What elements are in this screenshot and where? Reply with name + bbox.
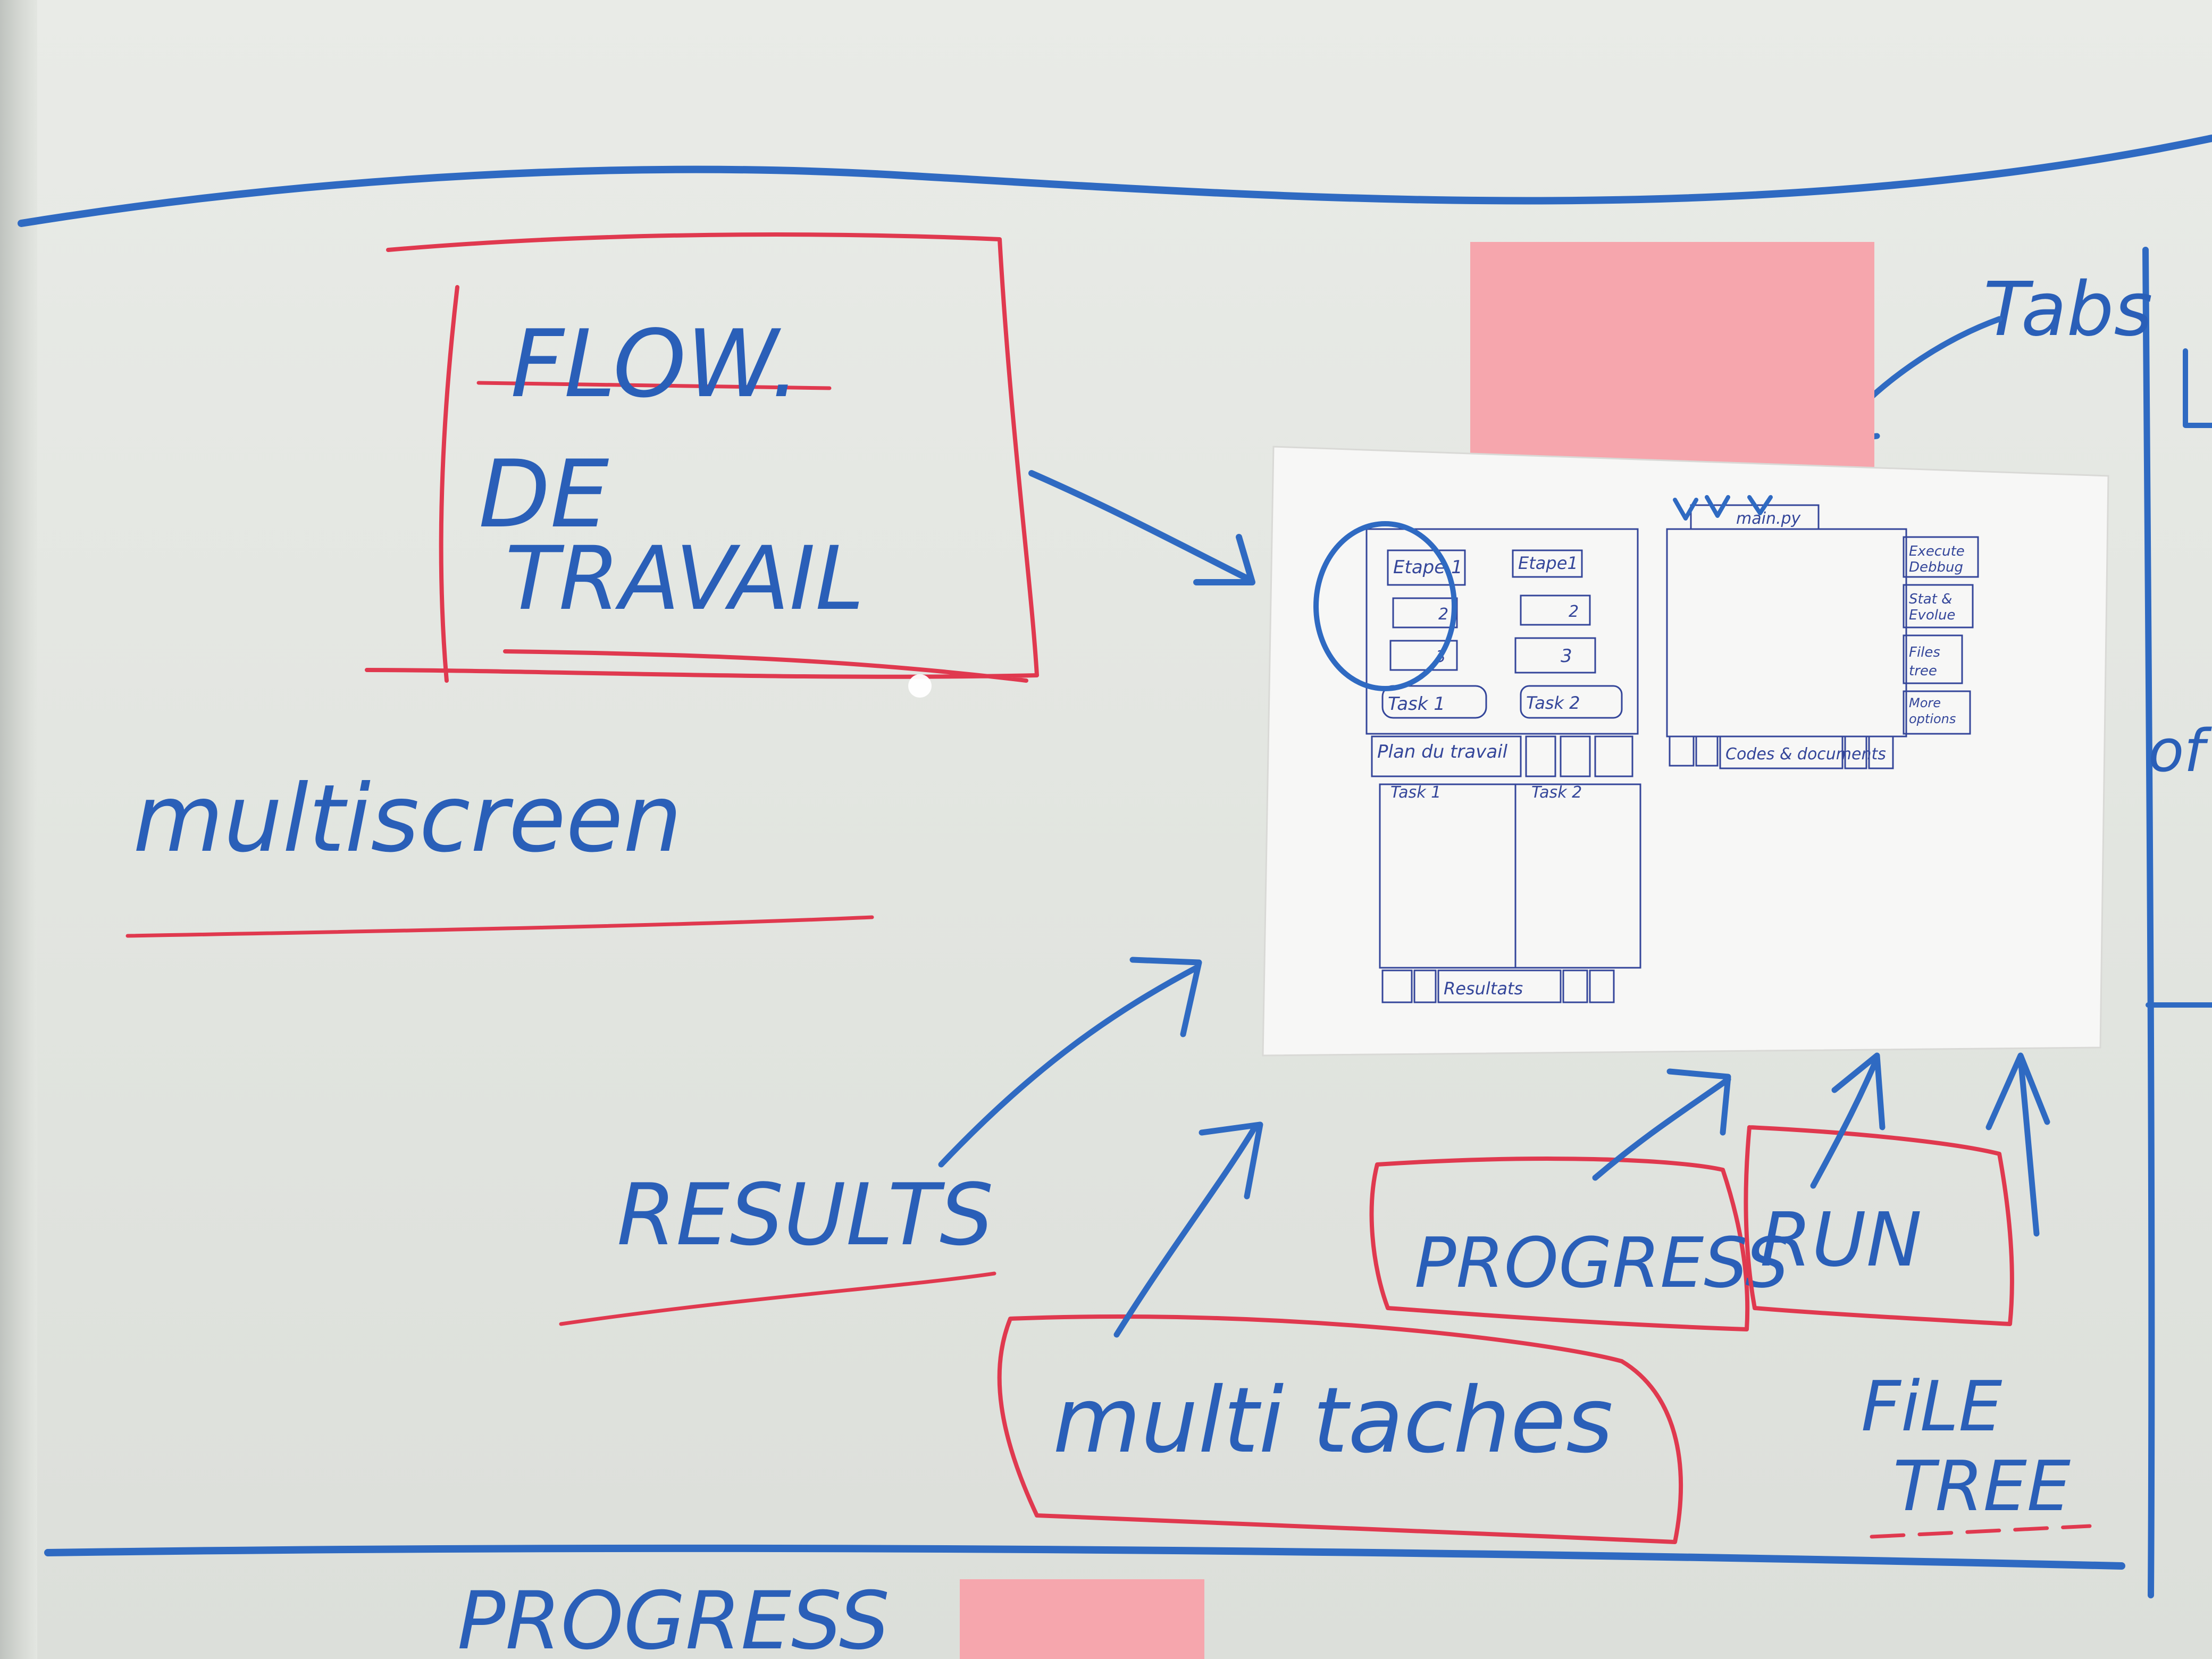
sketch-left-step1	[1387, 549, 1466, 586]
multiscreen-label: multiscreen	[133, 765, 682, 873]
sketch-tab-arrows	[1673, 495, 1773, 521]
filetree-label-line1: FiLE	[1861, 1366, 2002, 1447]
sketch-side-btn-3	[1903, 634, 1963, 684]
flow-underline	[476, 381, 832, 390]
multitaches-arrow	[1113, 1121, 1263, 1338]
sketch-task-left-label: Task 1	[1388, 693, 1445, 715]
sketch-tab-slot	[1381, 969, 1413, 1003]
sketch-side-btn-3-line1: Files	[1909, 644, 1940, 660]
multiscreen-underline	[125, 915, 874, 938]
bottom-divider-line	[44, 1544, 2125, 1570]
sketch-side-btn-2-line1: Stat &	[1909, 591, 1952, 607]
sketch-tab-slot	[1589, 969, 1615, 1003]
paper-sketch: Etape 1 2 3 Etape1 2 3 Task 1 Task 2 Pla…	[1262, 446, 2109, 1057]
flow-box	[365, 232, 1039, 683]
results-arrow	[938, 957, 1202, 1168]
sketch-left-step2-label: 2	[1438, 605, 1448, 624]
sketch-right-step2-label: 2	[1569, 602, 1579, 621]
filetree-arrow	[1985, 1052, 2050, 1237]
progress-label: PROGRESS	[1414, 1222, 1789, 1303]
results-underline	[559, 1271, 996, 1326]
sketch-main-tab-label: main.py	[1736, 509, 1802, 528]
sketch-tab-slot	[1669, 735, 1695, 767]
tabs-label: Tabs	[1983, 266, 2152, 353]
filetree-underline	[1870, 1524, 2092, 1539]
paper-sheet	[1262, 446, 2109, 1057]
sketch-plan-tab-label: Plan du travail	[1377, 741, 1508, 763]
sketch-tab-slot	[1525, 735, 1556, 777]
sketch-right-step3	[1514, 637, 1596, 674]
sketch-task-panel	[1379, 783, 1641, 969]
top-divider-line	[18, 135, 2212, 227]
results-label: RESULTS	[617, 1165, 994, 1264]
flow-title-line3: TRAVAIL	[505, 527, 864, 630]
flow-title-line2: DE	[479, 441, 609, 549]
sketch-task-left	[1381, 685, 1487, 719]
sketch-circle-highlight	[1313, 521, 1457, 691]
sketch-tab-slot	[1868, 735, 1894, 769]
sketch-tab-slot	[1562, 969, 1588, 1003]
progress-arrow	[1592, 1068, 1731, 1181]
sketch-left-step2	[1392, 597, 1458, 629]
sketch-tab-slot	[1844, 735, 1867, 769]
sketch-right-step3-label: 3	[1561, 646, 1572, 667]
sketch-task-col1-label: Task 1	[1390, 783, 1441, 802]
sketch-tab-slot	[1560, 735, 1591, 777]
sketch-right-step1-label: Etape1	[1518, 553, 1578, 573]
sticky-note-bottom	[960, 1579, 1204, 1659]
sketch-right-step2	[1520, 594, 1591, 626]
sketch-side-btn-4-line2: options	[1909, 711, 1956, 726]
sketch-left-window	[1365, 528, 1639, 735]
sketch-side-btn-4	[1903, 690, 1971, 735]
sketch-left-step3	[1389, 640, 1458, 671]
sketch-task-col2-label: Task 2	[1531, 783, 1582, 802]
sketch-results-tab-label: Resultats	[1444, 978, 1523, 999]
sketch-task-right	[1520, 685, 1623, 719]
run-arrow	[1810, 1052, 1886, 1189]
sketch-left-step1-label: Etape 1	[1393, 557, 1463, 578]
sketch-codes-tab	[1719, 735, 1844, 769]
sketch-right-step1	[1512, 549, 1583, 578]
progress-bottom-label: PROGRESS	[457, 1575, 890, 1659]
sketch-plan-tab	[1371, 735, 1522, 777]
sketch-side-btn-3-line2: tree	[1909, 663, 1937, 679]
flow-title-line1: FLOW.	[510, 311, 800, 418]
sketch-side-btn-1	[1903, 536, 1979, 578]
sketch-tab-slot	[1594, 735, 1633, 777]
sketch-side-btn-2	[1903, 584, 1974, 629]
whiteboard-frame	[0, 0, 37, 1659]
sketch-side-btn-4-line1: More	[1909, 696, 1941, 710]
sketch-codes-tab-label: Codes & documents	[1725, 745, 1886, 764]
sticky-note-top	[1470, 242, 1874, 492]
right-divider-line	[2142, 247, 2155, 1598]
multitaches-box	[997, 1314, 1683, 1544]
multitaches-label: multi taches	[1053, 1368, 1613, 1473]
right-edge-text: of	[2148, 717, 2212, 785]
run-box	[1744, 1125, 2014, 1326]
sketch-task-right-label: Task 2	[1526, 693, 1580, 713]
sketch-side-btn-1-line2: Debbug	[1909, 559, 1963, 575]
sketch-tab-slot	[1413, 969, 1437, 1003]
sketch-side-btn-1-line1: Execute	[1909, 543, 1965, 559]
sketch-results-tab	[1437, 969, 1562, 1003]
sketch-tab-slot	[1695, 735, 1719, 767]
run-label: RUN	[1760, 1197, 1922, 1284]
light-glare	[908, 674, 932, 698]
right-edge-mark	[2183, 348, 2212, 428]
filetree-label-line2: TREE	[1893, 1446, 2071, 1527]
flow-arrow	[1028, 470, 1255, 585]
sketch-side-btn-2-line2: Evolue	[1909, 607, 1955, 623]
